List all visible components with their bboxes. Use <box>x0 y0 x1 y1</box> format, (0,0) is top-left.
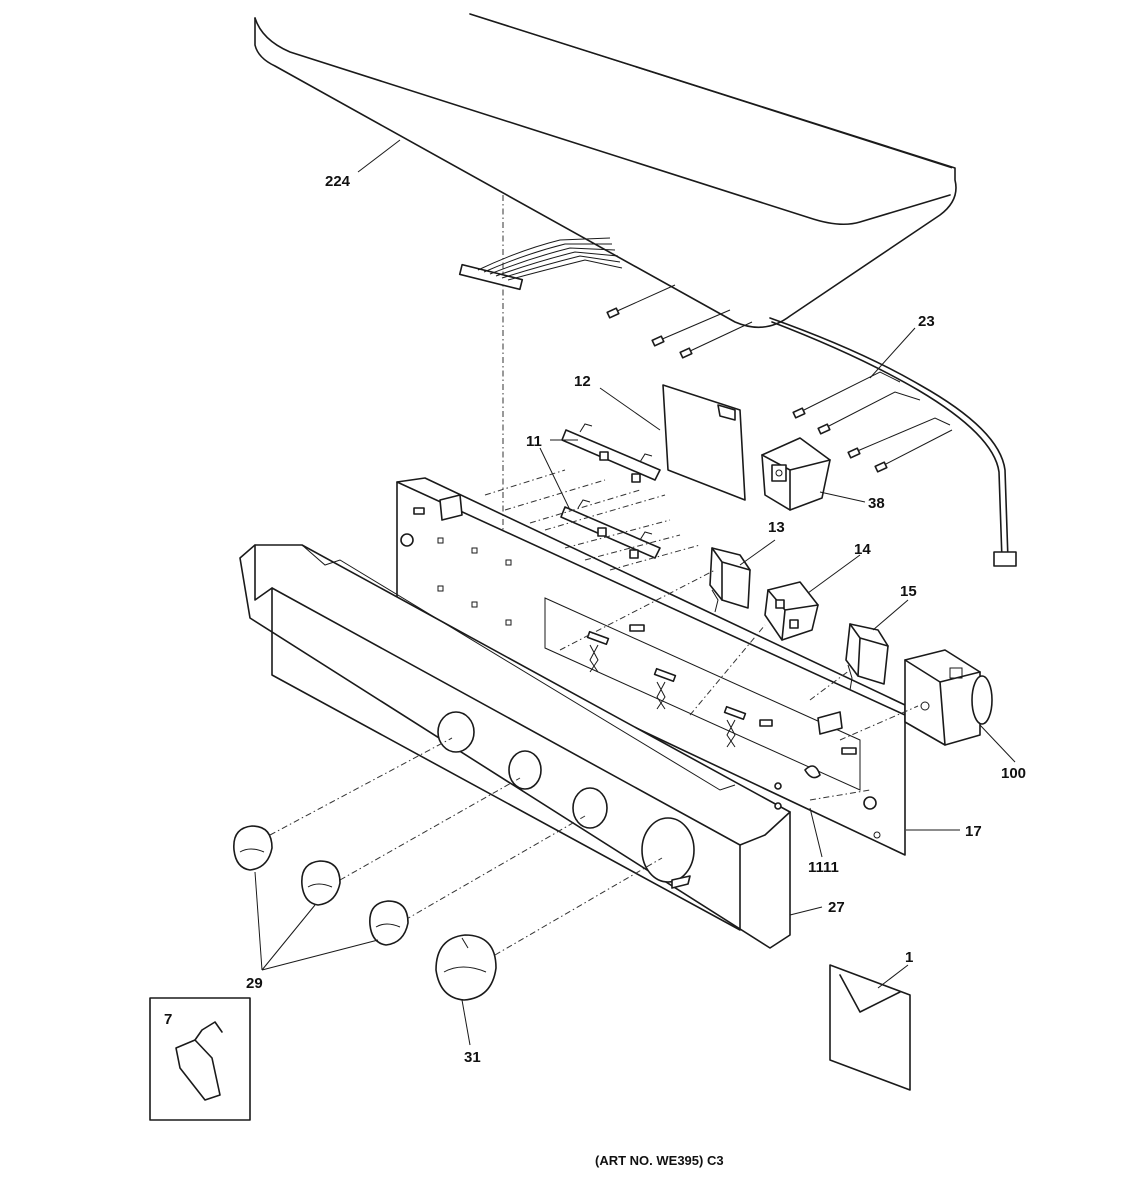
wire-harness-part <box>769 317 1017 567</box>
mount-lines <box>484 469 701 571</box>
screws-part <box>774 765 821 810</box>
label-14: 14 <box>854 541 871 558</box>
label-7: 7 <box>164 1011 172 1028</box>
switch-13-part <box>709 547 751 613</box>
bracket-upper-part <box>561 423 661 483</box>
knob-31-part <box>435 934 497 1001</box>
knob-29-a-part <box>233 825 273 871</box>
label-12: 12 <box>574 373 591 390</box>
label-15: 15 <box>900 583 917 600</box>
label-31: 31 <box>464 1049 481 1066</box>
timer-100-part <box>904 649 993 746</box>
wire-harness-connector <box>458 237 623 291</box>
switch-cutouts <box>586 630 747 748</box>
leader-lines <box>254 139 1016 1046</box>
top-cover-part <box>254 13 957 329</box>
label-27: 27 <box>828 899 845 916</box>
front-panel-part <box>239 544 791 949</box>
label-1: 1 <box>905 949 913 966</box>
label-100: 100 <box>1001 765 1026 782</box>
label-17: 17 <box>965 823 982 840</box>
label-1111: 1111 <box>808 859 839 876</box>
part-1-envelope <box>829 964 911 1091</box>
label-23: 23 <box>918 313 935 330</box>
wire-terminals-upper <box>606 284 753 359</box>
label-13: 13 <box>768 519 785 536</box>
art-number-caption: (ART NO. WE395) C3 <box>595 1153 724 1168</box>
label-29: 29 <box>246 975 263 992</box>
switch-15-part <box>845 623 889 691</box>
switch-38-part <box>761 437 831 511</box>
knob-29-c-part <box>369 900 409 946</box>
label-224: 224 <box>325 173 351 190</box>
knob-alignment-lines <box>269 569 919 956</box>
label-38: 38 <box>868 495 885 512</box>
part-7-box <box>149 997 251 1121</box>
switch-14-part <box>764 581 819 641</box>
knob-29-b-part <box>301 860 341 906</box>
bracket-lower-part <box>560 499 661 559</box>
circuit-board-part <box>662 384 746 501</box>
label-11: 11 <box>526 433 542 450</box>
